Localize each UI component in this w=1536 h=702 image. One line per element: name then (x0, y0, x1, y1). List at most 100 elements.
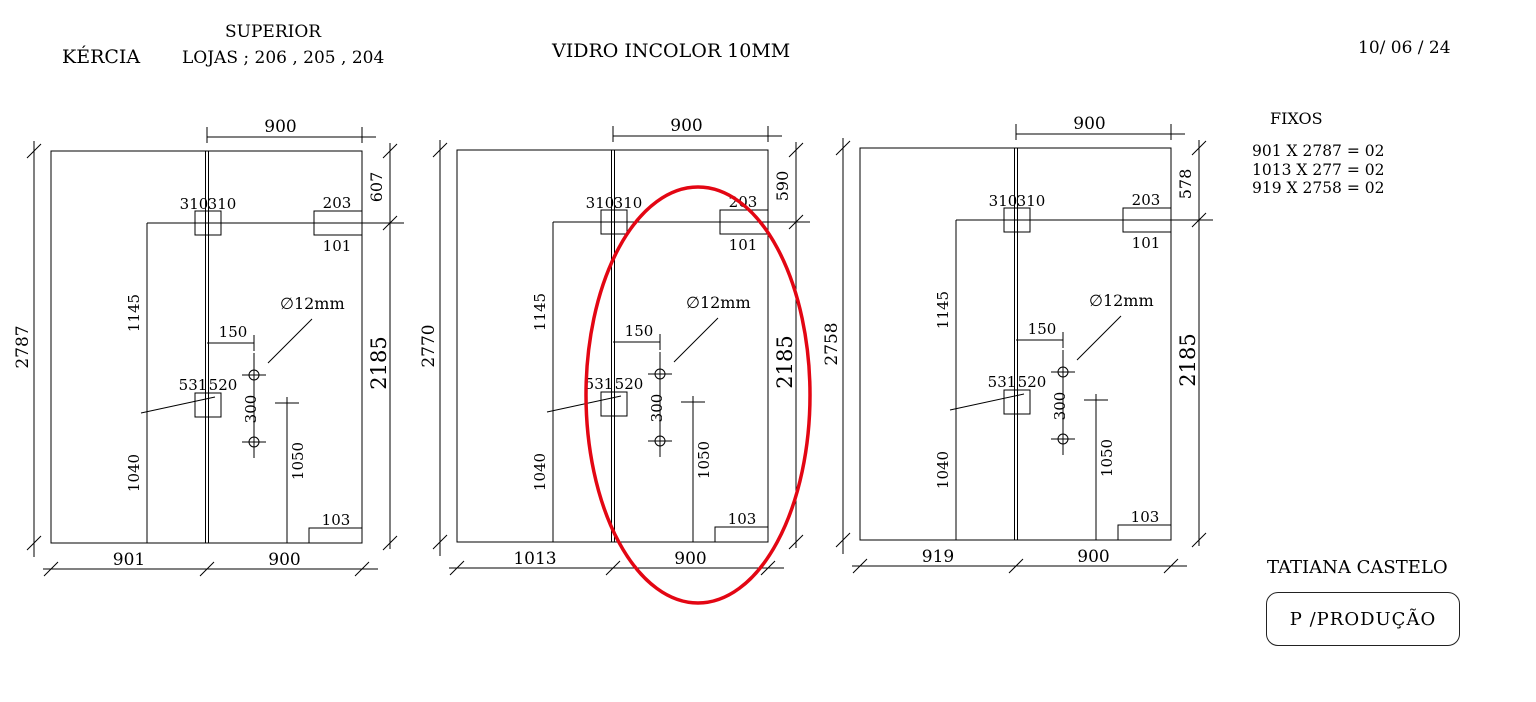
material-title: VIDRO INCOLOR 10MM (552, 40, 791, 62)
right-height-label: 2185 (773, 335, 797, 388)
dimension-tick (382, 143, 398, 159)
hinge-top-h-label: 101 (729, 236, 758, 254)
notch-right-label: 310 (1017, 192, 1046, 210)
total-height-label: 2758 (822, 322, 842, 365)
bottom-notch (1117, 524, 1172, 541)
width-left-label: 1013 (513, 549, 556, 569)
bottom-notch-label: 103 (1131, 508, 1160, 526)
hole-leader (267, 318, 313, 364)
dimension-tick (1191, 140, 1207, 156)
lock-notch (1003, 389, 1031, 415)
width-right-label: 900 (268, 550, 300, 570)
dimension-tick (1191, 532, 1207, 548)
hinge-notch (600, 209, 628, 235)
panel-outline (50, 150, 363, 544)
hinge-cutout (1122, 207, 1172, 233)
dimension-tick (852, 558, 868, 574)
date-label: 10/ 06 / 24 (1358, 38, 1451, 58)
lock-left-label: 531 (179, 376, 208, 394)
stamp-label: P /PRODUÇÃO (1289, 608, 1437, 630)
lock-right-label: 520 (615, 375, 644, 393)
left-dim-lower-label: 1040 (934, 451, 952, 489)
stores-label: LOJAS ; 206 , 205 , 204 (182, 48, 385, 68)
right-height-label: 2185 (367, 336, 391, 389)
notch-left-label: 310 (180, 195, 209, 213)
hinge-top-w-label: 203 (1132, 191, 1161, 209)
dimension-tick (835, 532, 851, 548)
notch-left-label: 310 (586, 194, 615, 212)
dimension-tick (788, 534, 804, 550)
dimension-tick (835, 140, 851, 156)
dimension-tick (1008, 558, 1024, 574)
hole-leader (673, 317, 719, 363)
total-height-label: 2787 (13, 325, 33, 368)
handle-height-label: 1050 (1098, 439, 1116, 477)
top-right-height-label: 578 (1176, 169, 1195, 200)
hinge-top-w-label: 203 (323, 194, 352, 212)
hinge-cutout (313, 210, 363, 236)
hole-spacing-label: 300 (242, 395, 260, 424)
lock-right-label: 520 (209, 376, 238, 394)
hinge-top-h-label: 101 (1132, 234, 1161, 252)
lock-notch (600, 391, 628, 417)
dimension-tick (432, 142, 448, 158)
fixos-line: 1013 X 277 = 02 (1252, 160, 1385, 179)
fixos-list: 901 X 2787 = 02 1013 X 277 = 02 919 X 27… (1252, 142, 1385, 200)
client-name: KÉRCIA (62, 46, 141, 68)
offset-label: 150 (219, 323, 248, 341)
panel-outline (456, 149, 769, 543)
signature: TATIANA CASTELO (1267, 557, 1448, 578)
left-dim-upper-label: 1145 (934, 291, 952, 329)
dimension-tick (1163, 558, 1179, 574)
dimension-tick (382, 535, 398, 551)
dimension-tick (788, 142, 804, 158)
hole-diameter-label: ∅12mm (280, 294, 345, 313)
hole-leader (1076, 315, 1122, 361)
dimension-tick (26, 535, 42, 551)
dimension-tick (354, 561, 370, 577)
notch-right-label: 310 (208, 195, 237, 213)
offset-label: 150 (1028, 320, 1057, 338)
hinge-notch (1003, 207, 1031, 233)
fixos-line: 901 X 2787 = 02 (1252, 142, 1385, 160)
hinge-top-h-label: 101 (323, 237, 352, 255)
handle-height-label: 1050 (695, 441, 713, 479)
dimension-tick (760, 560, 776, 576)
top-width-label: 900 (264, 117, 296, 137)
hole-spacing-label: 300 (1051, 392, 1069, 421)
dimension-tick (199, 561, 215, 577)
offset-label: 150 (625, 322, 654, 340)
hole-diameter-label: ∅12mm (686, 293, 751, 312)
lock-leader (140, 396, 216, 414)
width-right-label: 900 (1077, 547, 1109, 567)
bottom-notch-label: 103 (322, 511, 351, 529)
hole-spacing-label: 300 (648, 394, 666, 423)
bottom-notch (714, 526, 769, 543)
notch-right-label: 310 (614, 194, 643, 212)
width-left-label: 901 (113, 550, 145, 570)
hinge-cutout (719, 209, 769, 235)
top-width-label: 900 (670, 116, 702, 136)
production-stamp: P /PRODUÇÃO (1266, 592, 1460, 646)
bottom-notch (308, 527, 363, 544)
width-left-label: 919 (922, 547, 954, 567)
highlight-circle (584, 185, 812, 605)
lock-right-label: 520 (1018, 373, 1047, 391)
top-width-label: 900 (1073, 114, 1105, 134)
right-height-label: 2185 (1176, 333, 1200, 386)
hole-diameter-label: ∅12mm (1089, 291, 1154, 310)
left-dim-lower-label: 1040 (531, 453, 549, 491)
dimension-tick (449, 560, 465, 576)
notch-left-label: 310 (989, 192, 1018, 210)
hinge-notch (194, 210, 222, 236)
floor-label: SUPERIOR (225, 22, 322, 42)
dimension-tick (605, 560, 621, 576)
handle-height-label: 1050 (289, 442, 307, 480)
left-dim-upper-label: 1145 (531, 293, 549, 331)
panel-outline (859, 147, 1172, 541)
top-right-height-label: 607 (367, 172, 386, 203)
dimension-tick (432, 534, 448, 550)
